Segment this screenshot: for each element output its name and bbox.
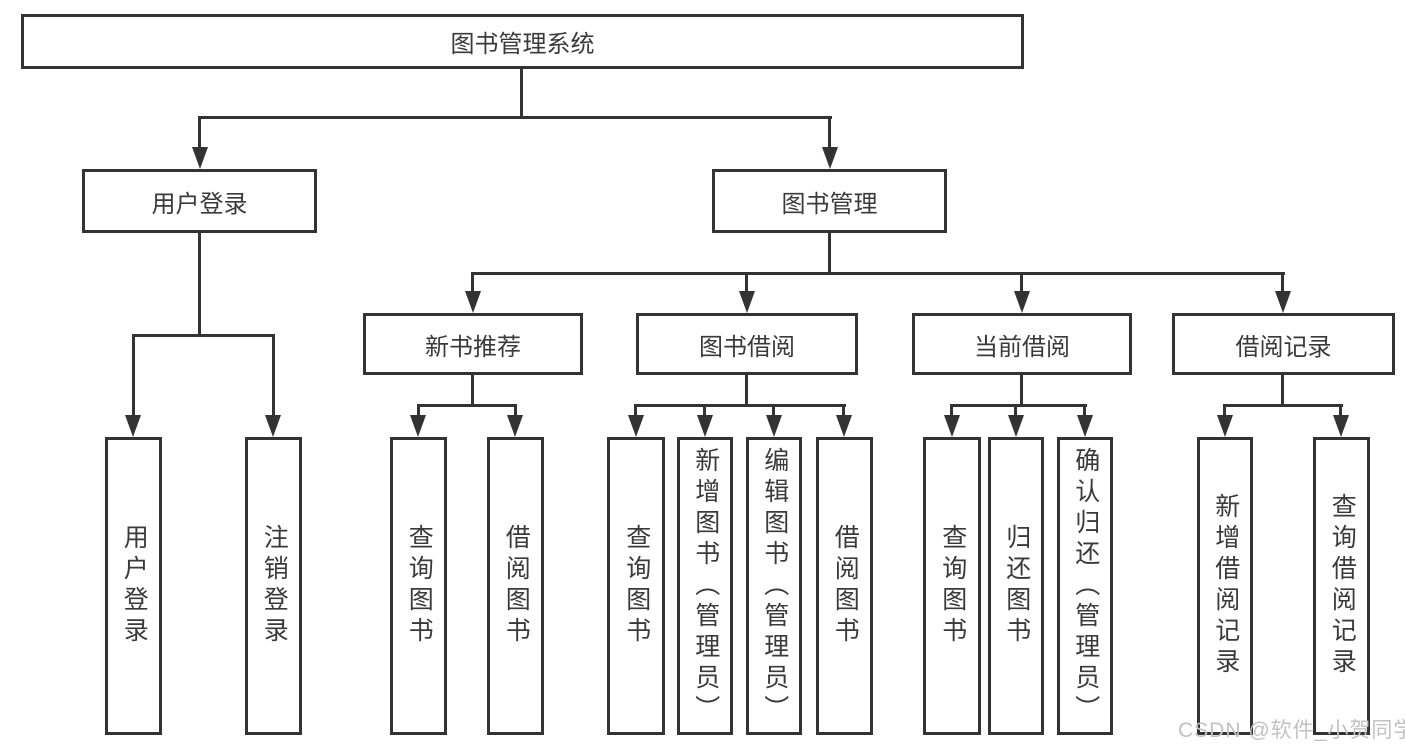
leaf-newrec-borrow-books-label: 借阅图书 bbox=[502, 524, 531, 648]
connector-line bbox=[828, 117, 831, 151]
connector-line bbox=[417, 404, 517, 407]
arrowhead bbox=[1333, 415, 1349, 437]
leaf-current-confirm-return-admin-label: 确认归还（管理员） bbox=[1071, 446, 1100, 726]
arrowhead bbox=[944, 415, 960, 437]
node-book-borrow-label: 图书借阅 bbox=[699, 333, 795, 361]
node-user-login-label: 用户登录 bbox=[151, 190, 248, 218]
arrowhead bbox=[192, 147, 208, 169]
connector-line bbox=[520, 69, 523, 119]
leaf-current-query-books: 查询图书 bbox=[923, 437, 981, 735]
csdn-watermark: CSDN @软件_小贺同学 bbox=[1178, 719, 1405, 742]
connector-line bbox=[1223, 404, 1343, 407]
arrowhead bbox=[1275, 291, 1291, 313]
connector-line bbox=[471, 273, 474, 293]
arrowhead bbox=[410, 415, 426, 437]
connector-line bbox=[828, 233, 831, 275]
leaf-user-login: 用户登录 bbox=[105, 437, 162, 735]
leaf-records-query-record: 查询借阅记录 bbox=[1313, 437, 1370, 735]
node-user-login: 用户登录 bbox=[82, 169, 317, 233]
connector-line bbox=[272, 335, 275, 417]
leaf-borrow-add-books-admin-label: 新增图书（管理员） bbox=[691, 446, 720, 726]
leaf-newrec-query-books: 查询图书 bbox=[390, 437, 447, 735]
leaf-current-query-books-label: 查询图书 bbox=[938, 524, 967, 648]
connector-line bbox=[1020, 375, 1023, 407]
leaf-borrow-edit-books-admin: 编辑图书（管理员） bbox=[746, 437, 802, 735]
connector-line bbox=[132, 335, 135, 417]
arrowhead bbox=[507, 415, 523, 437]
arrowhead bbox=[265, 415, 281, 437]
connector-line bbox=[842, 405, 845, 417]
leaf-newrec-query-books-label: 查询图书 bbox=[405, 524, 434, 648]
connector-line bbox=[1020, 273, 1023, 293]
node-new-book-recommend: 新书推荐 bbox=[363, 313, 583, 375]
connector-line bbox=[745, 375, 748, 407]
connector-line bbox=[132, 334, 275, 337]
node-current-borrow: 当前借阅 bbox=[912, 313, 1132, 375]
arrowhead bbox=[1008, 415, 1024, 437]
leaf-logout: 注销登录 bbox=[245, 437, 302, 735]
leaf-records-add-record-label: 新增借阅记录 bbox=[1211, 493, 1240, 679]
arrowhead bbox=[697, 415, 713, 437]
arrowhead bbox=[1014, 291, 1030, 313]
arrowhead bbox=[739, 291, 755, 313]
node-root-label: 图书管理系统 bbox=[450, 31, 595, 58]
leaf-current-return-books-label: 归还图书 bbox=[1002, 524, 1031, 648]
connector-line bbox=[1083, 405, 1086, 417]
connector-line bbox=[471, 272, 1285, 275]
connector-line bbox=[703, 405, 706, 417]
arrowhead bbox=[822, 147, 838, 169]
node-borrow-records: 借阅记录 bbox=[1172, 313, 1395, 375]
connector-line bbox=[745, 273, 748, 293]
connector-line bbox=[514, 405, 517, 417]
leaf-borrow-edit-books-admin-label: 编辑图书（管理员） bbox=[760, 446, 789, 726]
node-current-borrow-label: 当前借阅 bbox=[974, 333, 1070, 361]
connector-line bbox=[634, 404, 846, 407]
connector-line bbox=[1281, 273, 1284, 293]
leaf-borrow-query-books-label: 查询图书 bbox=[622, 524, 651, 648]
connector-line bbox=[198, 116, 832, 119]
node-book-borrow: 图书借阅 bbox=[636, 313, 858, 375]
arrowhead bbox=[836, 415, 852, 437]
leaf-current-return-books: 归还图书 bbox=[988, 437, 1044, 735]
connector-line bbox=[417, 405, 420, 417]
connector-line bbox=[1014, 405, 1017, 417]
node-borrow-records-label: 借阅记录 bbox=[1235, 333, 1332, 361]
leaf-borrow-borrow-books-label: 借阅图书 bbox=[831, 524, 860, 648]
connector-line bbox=[772, 405, 775, 417]
leaf-borrow-borrow-books: 借阅图书 bbox=[816, 437, 873, 735]
leaf-logout-label: 注销登录 bbox=[260, 524, 289, 648]
leaf-newrec-borrow-books: 借阅图书 bbox=[487, 437, 544, 735]
leaf-borrow-add-books-admin: 新增图书（管理员） bbox=[677, 437, 733, 735]
leaf-records-query-record-label: 查询借阅记录 bbox=[1328, 493, 1357, 679]
arrowhead bbox=[1077, 415, 1093, 437]
arrowhead bbox=[465, 291, 481, 313]
arrowhead bbox=[766, 415, 782, 437]
arrowhead bbox=[125, 415, 141, 437]
leaf-records-add-record: 新增借阅记录 bbox=[1197, 437, 1253, 735]
node-book-management: 图书管理 bbox=[712, 169, 947, 233]
node-new-book-recommend-label: 新书推荐 bbox=[425, 333, 521, 361]
connector-line bbox=[950, 405, 953, 417]
leaf-user-login-label: 用户登录 bbox=[120, 524, 149, 648]
arrowhead bbox=[628, 415, 644, 437]
connector-line bbox=[1339, 405, 1342, 417]
leaf-current-confirm-return-admin: 确认归还（管理员） bbox=[1057, 437, 1113, 735]
leaf-borrow-query-books: 查询图书 bbox=[607, 437, 665, 735]
node-root-system: 图书管理系统 bbox=[21, 14, 1024, 69]
connector-line bbox=[198, 117, 201, 151]
connector-line bbox=[1223, 405, 1226, 417]
connector-line bbox=[950, 404, 1087, 407]
connector-line bbox=[198, 233, 201, 337]
arrowhead bbox=[1217, 415, 1233, 437]
connector-line bbox=[471, 375, 474, 407]
node-book-management-label: 图书管理 bbox=[781, 190, 878, 218]
connector-line bbox=[1281, 375, 1284, 407]
connector-line bbox=[634, 405, 637, 417]
